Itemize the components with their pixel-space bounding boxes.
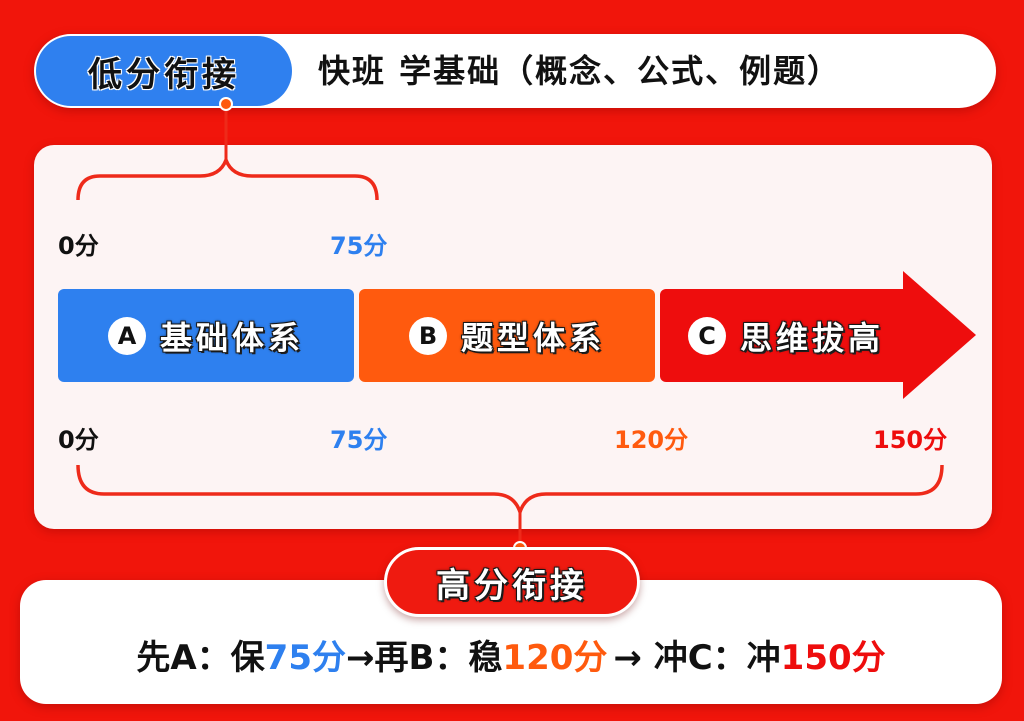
high-score-badge: 高分衔接: [384, 547, 640, 617]
scale-75: 75分: [330, 426, 388, 454]
scale-150: 150分: [873, 426, 948, 454]
letter-circle-a: A: [107, 316, 146, 355]
strategy-step-c: → 冲C：冲: [613, 637, 781, 678]
strategy-step-a: 先A：保: [136, 637, 265, 678]
scale-120: 120分: [614, 426, 689, 454]
top-scale-start: 0分: [58, 232, 99, 260]
scale-0: 0分: [58, 426, 99, 454]
strategy-score-75: 75分: [264, 637, 346, 678]
letter-circle-b: B: [408, 316, 447, 355]
letter-circle-c: C: [688, 316, 726, 355]
block-c-thinking: C 思维拔高: [660, 289, 905, 382]
strategy-score-120: 120分: [502, 637, 608, 678]
header-description: 快班 学基础（概念、公式、例题）: [318, 52, 842, 90]
block-b-label: 题型体系: [460, 318, 605, 357]
strategy-score-150: 150分: [780, 637, 886, 678]
low-score-badge: 低分衔接: [36, 36, 292, 106]
block-a-label: 基础体系: [159, 318, 304, 357]
strategy-step-b: →再B：稳: [346, 637, 503, 678]
top-scale-end: 75分: [330, 232, 388, 260]
block-a-foundation: A 基础体系: [58, 289, 354, 382]
block-c-label: 思维拔高: [740, 318, 885, 357]
block-b-question-types: B 题型体系: [359, 289, 655, 382]
strategy-line: 先A：保 75分 →再B：稳 120分 → 冲C：冲 150分: [20, 624, 1002, 684]
